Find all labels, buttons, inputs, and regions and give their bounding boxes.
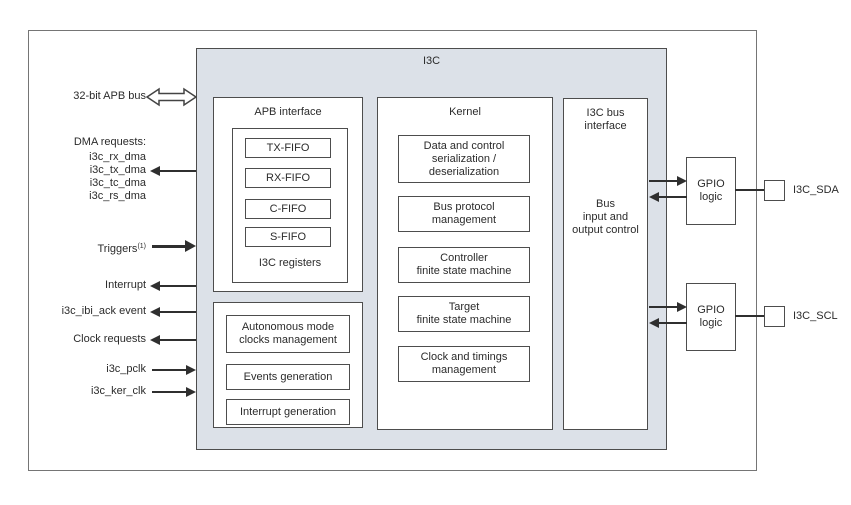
ker-clk-label: i3c_ker_clk bbox=[90, 385, 146, 397]
clock-requests-label: Clock requests bbox=[73, 333, 146, 345]
i3c-bus-interface-title: I3C bus interface bbox=[584, 107, 627, 132]
apb-interface-title: APB interface bbox=[254, 106, 322, 118]
gpio-logic-sda-box: GPIO logic bbox=[686, 157, 736, 225]
apb-bus-bidirectional-arrow-icon bbox=[146, 87, 197, 107]
dma-request-item: i3c_rx_dma bbox=[89, 151, 146, 163]
clock-timings-box: Clock and timings management bbox=[398, 346, 530, 382]
tx-fifo-box: TX-FIFO bbox=[245, 138, 331, 158]
i3c-block-title: I3C bbox=[422, 55, 441, 67]
gpio-logic-scl-box: GPIO logic bbox=[686, 283, 736, 351]
interrupt-generation-box: Interrupt generation bbox=[226, 399, 350, 425]
triggers-footnote: (1) bbox=[137, 243, 146, 250]
i3c-scl-pad-label: I3C_SCL bbox=[793, 310, 838, 322]
bus-io-control-label: Bus input and output control bbox=[572, 198, 639, 236]
i3c-registers-label: I3C registers bbox=[258, 257, 322, 269]
c-fifo-box: C-FIFO bbox=[245, 199, 331, 219]
i3c-bus-interface-box bbox=[563, 98, 648, 430]
dma-request-item: i3c_tx_dma bbox=[89, 164, 146, 176]
gpio-sda-pad-wire bbox=[735, 189, 764, 191]
serialization-box: Data and control serialization / deseria… bbox=[398, 135, 530, 183]
gpio-scl-pad-wire bbox=[735, 315, 764, 317]
s-fifo-box: S-FIFO bbox=[245, 227, 331, 247]
apb-bus-label: 32-bit APB bus bbox=[73, 90, 146, 102]
dma-request-item: i3c_rs_dma bbox=[89, 190, 146, 202]
i3c-sda-pad-label: I3C_SDA bbox=[793, 184, 839, 196]
target-fsm-box: Target finite state machine bbox=[398, 296, 530, 332]
events-generation-box: Events generation bbox=[226, 364, 350, 390]
triggers-label: Triggers(1) bbox=[97, 243, 147, 255]
bus-protocol-box: Bus protocol management bbox=[398, 196, 530, 232]
rx-fifo-box: RX-FIFO bbox=[245, 168, 331, 188]
ibi-ack-event-label: i3c_ibi_ack event bbox=[61, 305, 146, 317]
i3c-sda-pad bbox=[764, 180, 785, 201]
dma-requests-label: DMA requests: bbox=[73, 136, 146, 148]
kernel-title: Kernel bbox=[449, 106, 481, 118]
controller-fsm-box: Controller finite state machine bbox=[398, 247, 530, 283]
dma-request-item: i3c_tc_dma bbox=[89, 177, 146, 189]
interrupt-label: Interrupt bbox=[105, 279, 146, 291]
autonomous-mode-clocks-box: Autonomous mode clocks management bbox=[226, 315, 350, 353]
pclk-label: i3c_pclk bbox=[106, 363, 146, 375]
i3c-scl-pad bbox=[764, 306, 785, 327]
